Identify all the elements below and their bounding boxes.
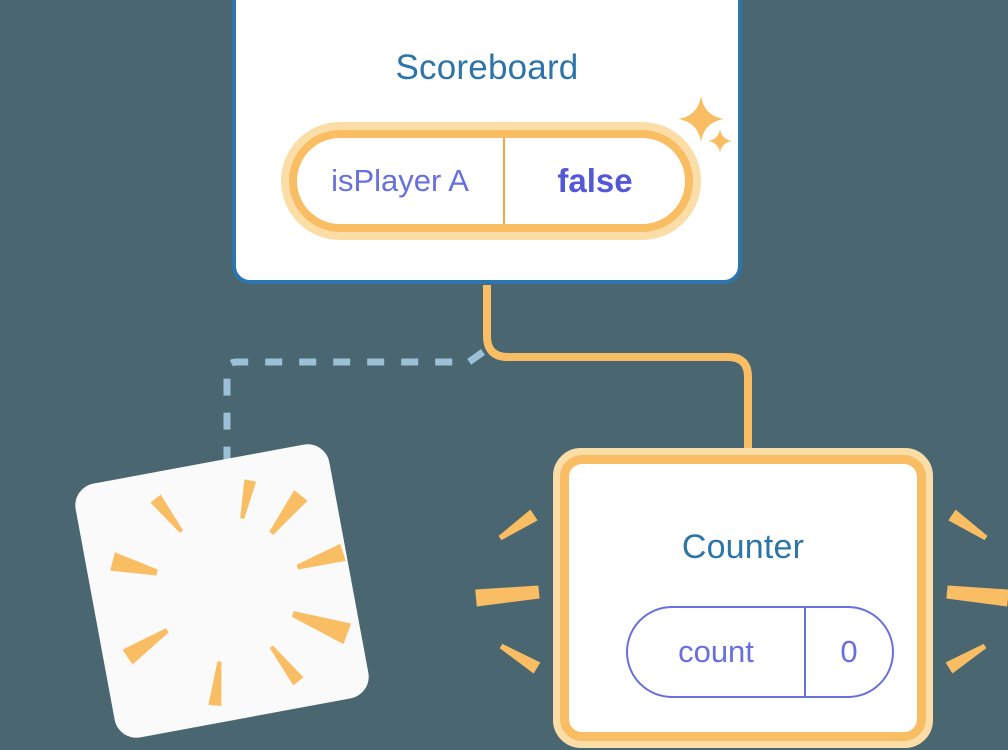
counter-state-pill[interactable]: count 0 (626, 606, 894, 698)
counter-card[interactable]: Counter count 0 (553, 448, 933, 748)
scoreboard-pill-halo (281, 122, 701, 240)
scoreboard-pill-key: isPlayer A (297, 138, 505, 224)
counter-card-body: Counter count 0 (560, 455, 926, 741)
connector-scoreboard-to-counter (483, 285, 752, 455)
connector-scoreboard-to-tilted-card (223, 349, 486, 492)
scoreboard-pill-body[interactable]: isPlayer A false (289, 130, 693, 232)
counter-title: Counter (681, 528, 805, 566)
scoreboard-title: Scoreboard (395, 48, 579, 87)
scoreboard-card[interactable]: Scoreboard isPlayer A false (232, 0, 742, 284)
scoreboard-state-pill[interactable]: isPlayer A false (281, 122, 701, 240)
counter-pill-key: count (628, 608, 806, 696)
counter-card-halo (553, 448, 933, 748)
tilted-card[interactable] (71, 440, 373, 742)
counter-pill-value: 0 (840, 634, 858, 669)
scoreboard-pill-value: false (557, 162, 633, 199)
